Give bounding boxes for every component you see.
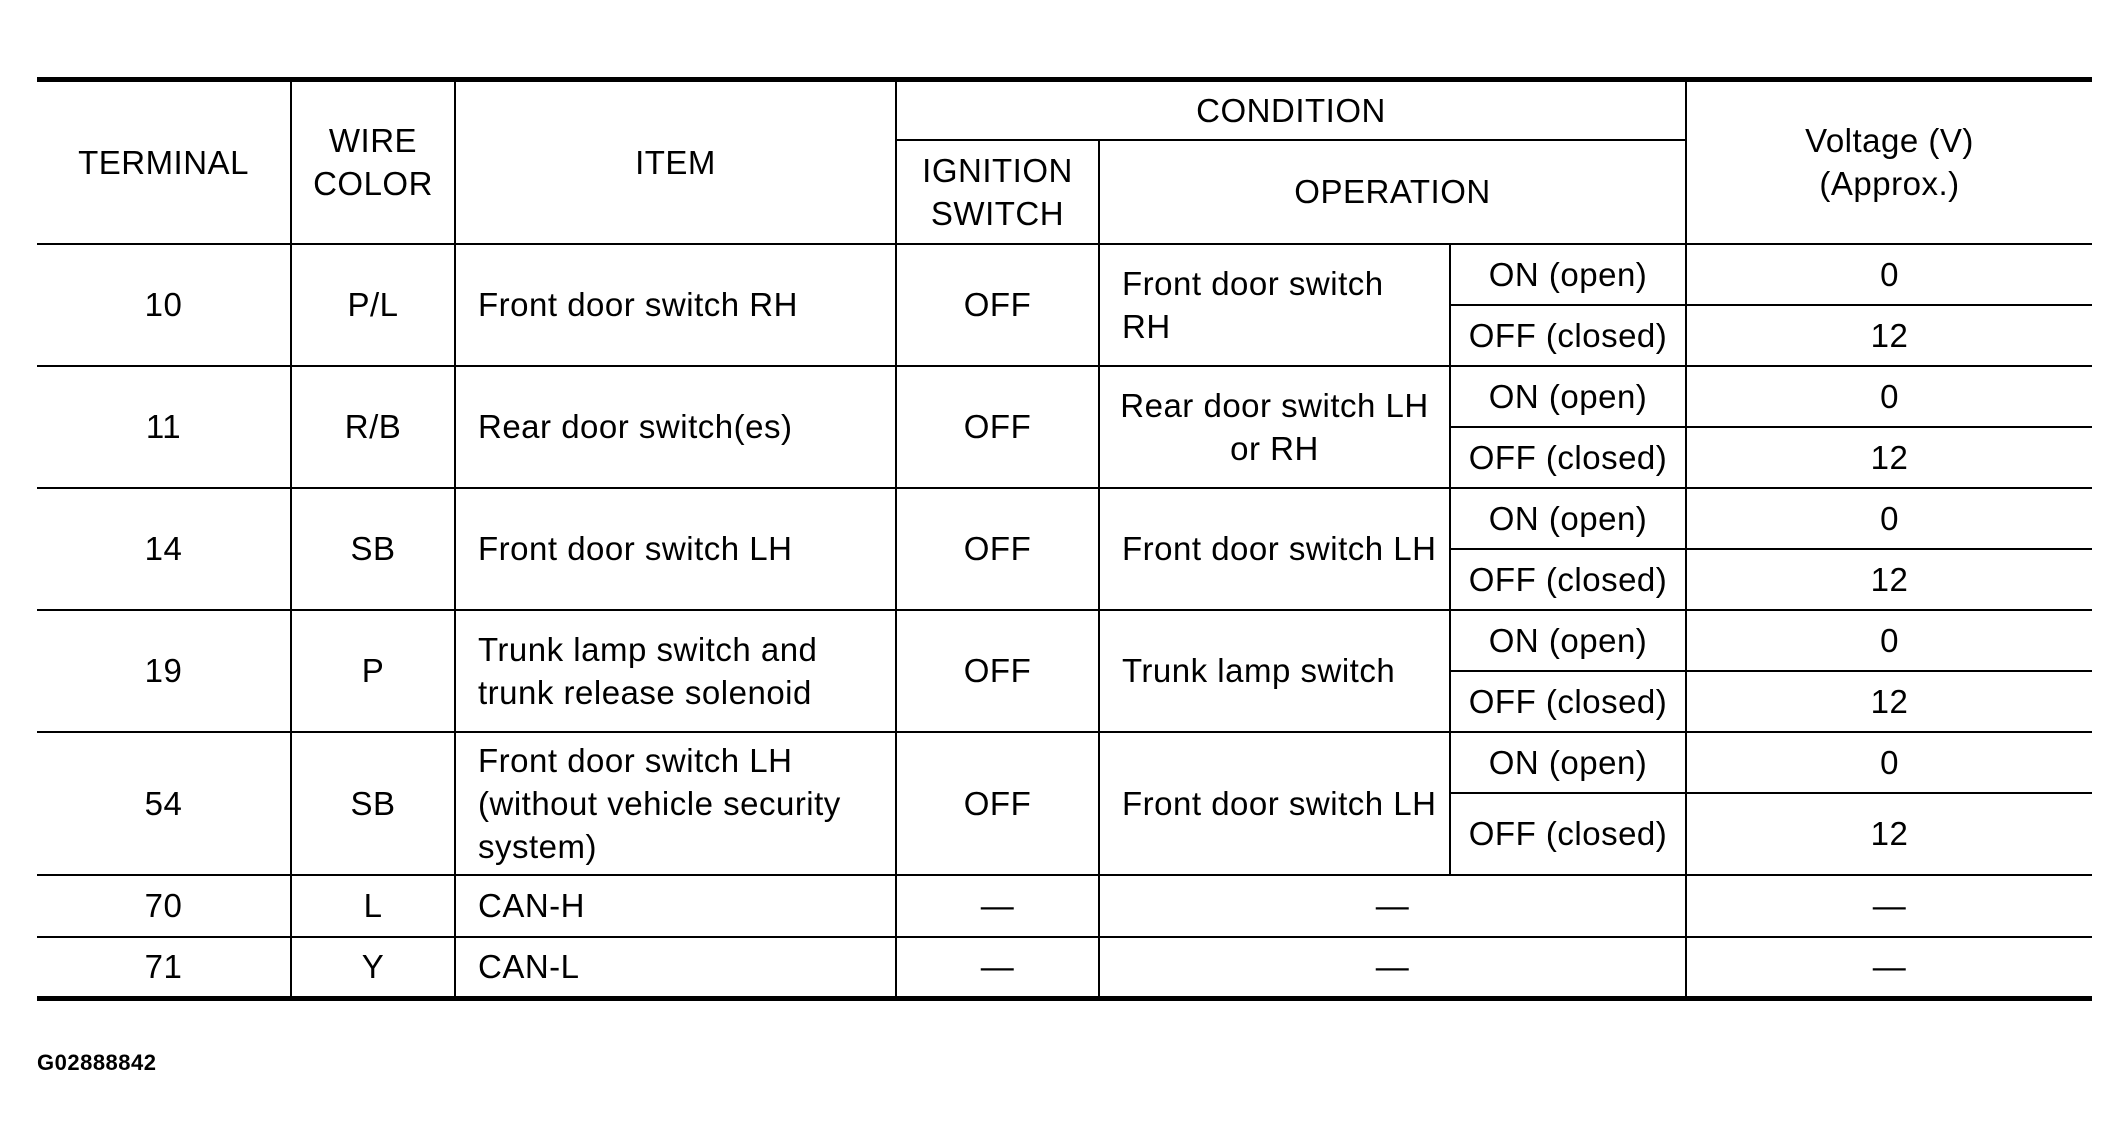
terminal-cell: 19 <box>37 608 292 733</box>
voltage-cell: 0 <box>1685 730 2093 794</box>
terminal-reference-table: TERMINAL WIRE COLOR ITEM CONDITION Volta… <box>37 77 2093 1001</box>
voltage-cell: 12 <box>1685 669 2093 733</box>
wire-color-cell: Y <box>290 935 456 1000</box>
operation-cell: — <box>1097 873 1688 938</box>
terminal-cell: 10 <box>37 242 292 367</box>
operation-state-cell: OFF (closed) <box>1450 669 1688 733</box>
table-row: OFF (closed) 12 <box>37 425 2093 489</box>
wire-color-cell: L <box>290 873 456 938</box>
voltage-cell: 0 <box>1685 242 2093 306</box>
figure-code: G02888842 <box>37 1050 157 1075</box>
item-line: (without vehicle security <box>478 784 841 822</box>
header-item: ITEM <box>454 78 897 245</box>
operation-state-cell: OFF (closed) <box>1450 425 1688 489</box>
voltage-cell: 12 <box>1685 791 2093 876</box>
item-line: Trunk lamp switch and <box>478 630 818 668</box>
table-row: 11 R/B Rear door switch(es) OFF Rear doo… <box>37 364 2093 489</box>
header-wire-color-line2: COLOR <box>313 165 433 203</box>
header-ignition-switch: IGNITION SWITCH <box>896 138 1100 245</box>
header-ignition-line1: IGNITION <box>922 151 1073 189</box>
operation-part-cell: Rear door switch LH or RH <box>1098 364 1451 489</box>
header-wire-color-line1: WIRE <box>328 122 418 160</box>
header-ignition-line2: SWITCH <box>930 194 1065 232</box>
header-wire-color: WIRE COLOR <box>290 78 456 245</box>
item-cell: Front door switch RH <box>454 242 897 367</box>
wire-color-cell: SB <box>290 730 456 876</box>
operation-part-cell: Front door switch RH <box>1098 242 1451 367</box>
header-voltage: Voltage (V) (Approx.) <box>1685 78 2093 245</box>
item-line: system) <box>478 827 597 865</box>
operation-part-cell: Front door switch LH <box>1098 730 1451 876</box>
ignition-cell: OFF <box>895 242 1100 367</box>
operation-part-line: Rear door switch LH <box>1120 386 1429 424</box>
wire-color-cell: P/L <box>290 242 456 367</box>
ignition-cell: OFF <box>895 364 1100 489</box>
ignition-cell: OFF <box>895 486 1100 611</box>
table-row: 71 Y CAN-L — — — <box>37 935 2093 1000</box>
voltage-cell: 12 <box>1685 547 2093 611</box>
terminal-cell: 71 <box>37 935 292 1000</box>
item-line: trunk release solenoid <box>478 673 812 711</box>
voltage-cell: 12 <box>1685 303 2093 367</box>
voltage-cell: — <box>1685 873 2093 938</box>
operation-state-cell: ON (open) <box>1448 242 1688 306</box>
table-row: OFF (closed) 12 <box>37 669 2093 733</box>
table-row: OFF (closed) 12 <box>37 547 2093 611</box>
item-cell: CAN-L <box>454 935 897 1000</box>
item-cell: Trunk lamp switch and trunk release sole… <box>454 608 897 733</box>
table-row: 70 L CAN-H — — — <box>37 873 2093 938</box>
table-row: 54 SB Front door switch LH (without vehi… <box>37 730 2093 876</box>
voltage-cell: 0 <box>1685 486 2093 550</box>
wire-color-cell: P <box>290 608 456 733</box>
table-row: OFF (closed) 12 <box>37 303 2093 367</box>
header-voltage-line1: Voltage (V) <box>1805 122 1974 160</box>
voltage-cell: 0 <box>1685 608 2093 672</box>
voltage-cell: — <box>1685 935 2093 1000</box>
item-line: Front door switch LH <box>478 741 793 779</box>
operation-state-cell: ON (open) <box>1448 486 1688 550</box>
operation-state-cell: ON (open) <box>1448 364 1688 428</box>
header-condition: CONDITION <box>894 78 1688 141</box>
ignition-cell: OFF <box>895 608 1100 733</box>
operation-part-cell: Front door switch LH <box>1098 486 1451 611</box>
ignition-cell: — <box>895 873 1100 938</box>
operation-state-cell: ON (open) <box>1448 730 1688 794</box>
operation-state-cell: OFF (closed) <box>1450 791 1688 876</box>
table-row: OFF (closed) 12 <box>37 791 2093 876</box>
item-cell: Rear door switch(es) <box>454 364 897 489</box>
operation-part-line: or RH <box>1230 429 1319 467</box>
operation-cell: — <box>1097 935 1688 1000</box>
ignition-cell: OFF <box>895 730 1100 876</box>
ignition-cell: — <box>895 935 1100 1000</box>
operation-state-cell: OFF (closed) <box>1450 303 1688 367</box>
operation-part-line: RH <box>1122 307 1171 345</box>
header-voltage-line2: (Approx.) <box>1819 165 1960 203</box>
item-cell: Front door switch LH (without vehicle se… <box>454 730 897 876</box>
table-row: 19 P Trunk lamp switch and trunk release… <box>37 608 2093 733</box>
table-row: 14 SB Front door switch LH OFF Front doo… <box>37 486 2093 611</box>
wire-color-cell: SB <box>290 486 456 611</box>
operation-state-cell: ON (open) <box>1448 608 1688 672</box>
table-row: 10 P/L Front door switch RH OFF Front do… <box>37 242 2093 367</box>
operation-state-cell: OFF (closed) <box>1450 547 1688 611</box>
operation-part-line: Front door switch <box>1122 264 1384 302</box>
terminal-cell: 70 <box>37 873 292 938</box>
wire-color-cell: R/B <box>290 364 456 489</box>
operation-part-cell: Trunk lamp switch <box>1098 608 1451 733</box>
terminal-cell: 54 <box>37 730 292 876</box>
item-cell: CAN-H <box>454 873 897 938</box>
terminal-cell: 14 <box>37 486 292 611</box>
terminal-cell: 11 <box>37 364 292 489</box>
header-terminal: TERMINAL <box>37 78 292 245</box>
item-cell: Front door switch LH <box>454 486 897 611</box>
header-operation: OPERATION <box>1097 138 1687 245</box>
voltage-cell: 0 <box>1685 364 2093 428</box>
voltage-cell: 12 <box>1685 425 2093 489</box>
